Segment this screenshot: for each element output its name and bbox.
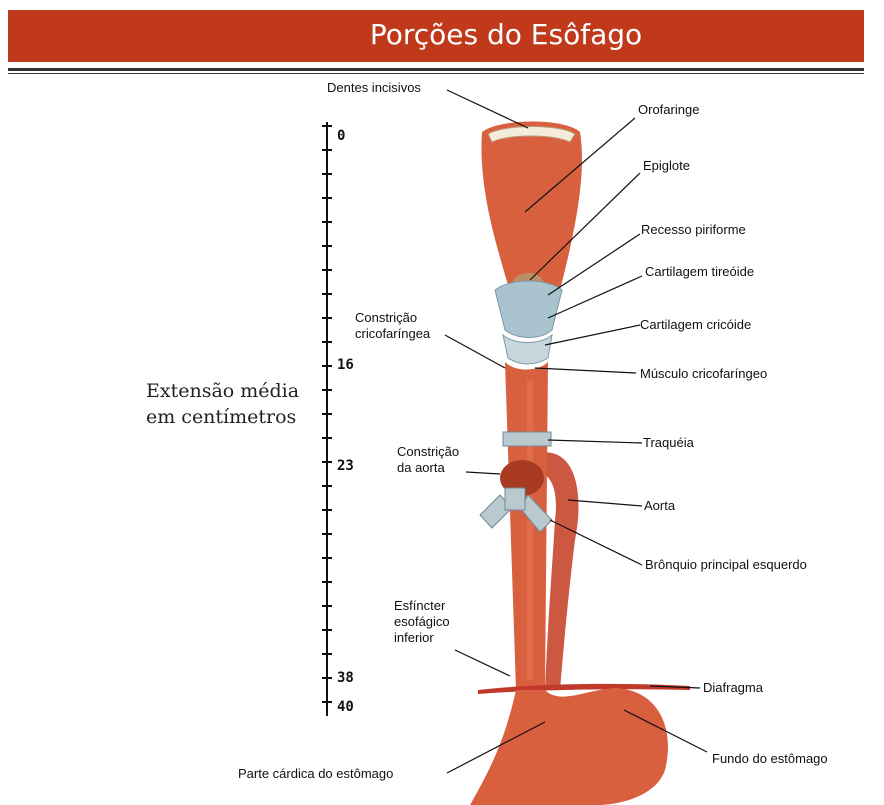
label-traqueia: Traquéia (643, 435, 694, 451)
trachea-shape (503, 432, 551, 446)
label-dentes-incisivos: Dentes incisivos (327, 80, 421, 96)
centimeter-scale (322, 122, 332, 716)
label-aorta: Aorta (644, 498, 675, 514)
scale-tick-label: 23 (337, 458, 354, 474)
stomach-shape (470, 688, 668, 805)
label-fundo-estomago: Fundo do estômago (712, 751, 828, 767)
label-epiglote: Epiglote (643, 158, 690, 174)
label-orofaringe: Orofaringe (638, 102, 699, 118)
thyroid-cartilage-shape (495, 281, 562, 338)
label-cartilagem-tireoide: Cartilagem tireóide (645, 264, 754, 280)
diaphragm-shape (478, 684, 690, 694)
scale-tick-label: 40 (337, 699, 354, 715)
label-constricao-aorta: Constrição da aorta (397, 444, 459, 476)
scale-tick-label: 38 (337, 670, 354, 686)
label-recesso-piriforme: Recesso piriforme (641, 222, 746, 238)
label-musculo-cricofaringeo: Músculo cricofaríngeo (640, 366, 767, 382)
label-esfincter: Esfíncter esofágico inferior (394, 598, 450, 646)
scale-tick-label: 0 (337, 128, 345, 144)
label-parte-cardica: Parte cárdica do estômago (238, 766, 393, 782)
scale-tick-label: 16 (337, 357, 354, 373)
label-cartilagem-cricoide: Cartilagem cricóide (640, 317, 751, 333)
label-constricao-cricofaringea: Constrição cricofaríngea (355, 310, 430, 342)
cricoid-cartilage-shape (503, 335, 552, 364)
label-diafragma: Diafragma (703, 680, 763, 696)
scale-axis-label: Extensão média em centímetros (146, 378, 299, 430)
label-bronquio: Brônquio principal esquerdo (645, 557, 807, 573)
